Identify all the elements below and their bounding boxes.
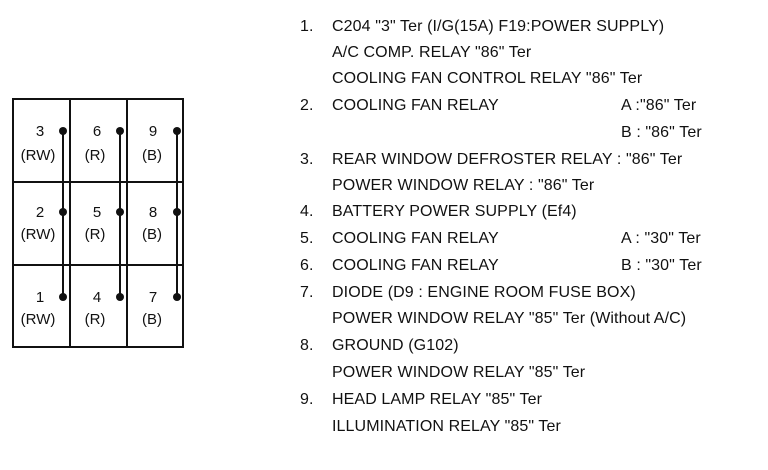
pin-dot — [116, 208, 124, 216]
legend-text: POWER WINDOW RELAY "85" Ter (Without A/C… — [332, 310, 687, 327]
pin-dot — [173, 208, 181, 216]
legend-text: POWER WINDOW RELAY : "86" Ter — [332, 177, 595, 194]
legend-number: 2. — [300, 97, 314, 114]
pin-number: 5 — [92, 204, 102, 221]
pin-color: (R) — [84, 226, 106, 243]
legend-text: BATTERY POWER SUPPLY (Ef4) — [332, 203, 577, 220]
pin-dot — [173, 127, 181, 135]
legend-text: POWER WINDOW RELAY "85" Ter — [332, 364, 586, 381]
legend-number: 8. — [300, 337, 314, 354]
pin-color: (R) — [84, 147, 106, 164]
pin-color: (RW) — [20, 147, 56, 164]
legend-number: 3. — [300, 151, 314, 168]
legend-text: COOLING FAN RELAY — [332, 97, 499, 114]
legend-number: 5. — [300, 230, 314, 247]
pin-dot — [59, 293, 67, 301]
legend-terminal: A :"86" Ter — [621, 97, 697, 114]
pin-dot — [173, 293, 181, 301]
legend-text: DIODE (D9 : ENGINE ROOM FUSE BOX) — [332, 284, 636, 301]
pin-number: 1 — [35, 289, 45, 306]
legend-text: HEAD LAMP RELAY "85" Ter — [332, 391, 543, 408]
legend-terminal: B : "30" Ter — [621, 257, 702, 274]
pin-number: 9 — [148, 123, 158, 140]
legend-text: ILLUMINATION RELAY "85" Ter — [332, 418, 561, 435]
pin-color: (RW) — [20, 311, 56, 328]
legend-terminal: A : "30" Ter — [621, 230, 701, 247]
legend-number: 7. — [300, 284, 314, 301]
pin-dot — [59, 208, 67, 216]
pin-color: (RW) — [20, 226, 56, 243]
pin-dot — [116, 127, 124, 135]
pin-color: (R) — [84, 311, 106, 328]
legend-terminal: B : "86" Ter — [621, 124, 702, 141]
grid-divider — [69, 100, 71, 346]
pin-color: (B) — [142, 147, 162, 164]
legend-text: COOLING FAN RELAY — [332, 230, 499, 247]
legend-text: COOLING FAN RELAY — [332, 257, 499, 274]
legend-text: A/C COMP. RELAY "86" Ter — [332, 44, 532, 61]
legend-text: GROUND (G102) — [332, 337, 459, 354]
legend-number: 9. — [300, 391, 314, 408]
grid-divider — [14, 264, 182, 266]
pin-color: (B) — [142, 311, 162, 328]
legend-text: REAR WINDOW DEFROSTER RELAY : "86" Ter — [332, 151, 683, 168]
legend-number: 4. — [300, 203, 314, 220]
pin-dot — [59, 127, 67, 135]
pin-number: 6 — [92, 123, 102, 140]
legend-text: C204 "3" Ter (I/G(15A) F19:POWER SUPPLY) — [332, 18, 665, 35]
legend-number: 1. — [300, 18, 314, 35]
connector-diagram: 3 (RW) 6 (R) 9 (B) 2 (RW) 5 (R) 8 (B) 1 … — [12, 98, 184, 348]
pin-number: 2 — [35, 204, 45, 221]
legend-number: 6. — [300, 257, 314, 274]
grid-divider — [14, 181, 182, 183]
pin-number: 8 — [148, 204, 158, 221]
pin-number: 3 — [35, 123, 45, 140]
pin-number: 4 — [92, 289, 102, 306]
pin-color: (B) — [142, 226, 162, 243]
pin-dot — [116, 293, 124, 301]
pin-number: 7 — [148, 289, 158, 306]
legend-text: COOLING FAN CONTROL RELAY "86" Ter — [332, 70, 643, 87]
grid-divider — [126, 100, 128, 346]
